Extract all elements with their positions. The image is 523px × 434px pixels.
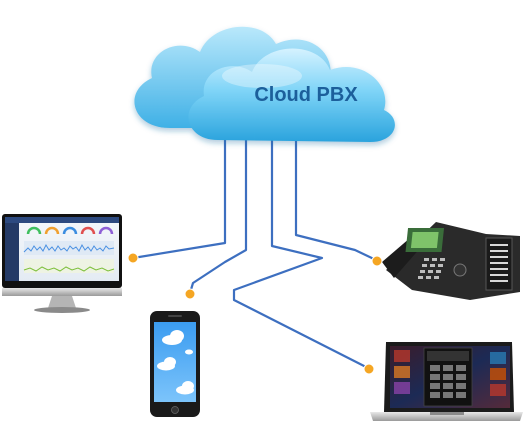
- connection-line-laptop: [232, 140, 369, 369]
- cloud-pbx: Cloud PBX: [134, 26, 395, 142]
- softphone-display: [427, 351, 469, 361]
- connection-line-monitor: [132, 140, 227, 260]
- connector-dot-phone: [184, 288, 196, 300]
- deskphone-keypad: [418, 258, 445, 279]
- dashboard-gauges: [26, 226, 114, 235]
- connector-dot-deskphone: [371, 255, 383, 267]
- monitor-dashboard-sidebar: [5, 217, 19, 281]
- cloud-label: Cloud PBX: [254, 84, 358, 106]
- monitor-chin: [2, 288, 122, 296]
- laptop-screen-tiles: [394, 350, 506, 396]
- laptop-base: [370, 412, 523, 421]
- deskphone-nav-button: [453, 263, 467, 277]
- laptop-notch: [430, 412, 464, 415]
- monitor-device: [2, 214, 122, 313]
- connection-line-deskphone: [294, 140, 377, 261]
- deskphone-screen-image: [410, 232, 439, 248]
- monitor-base: [34, 307, 90, 313]
- laptop-device: [370, 342, 523, 421]
- monitor-dashboard-topbar: [5, 217, 119, 223]
- monitor-neck: [48, 296, 76, 308]
- expansion-module-keys: [490, 244, 508, 282]
- ip-desk-phone-device: [382, 222, 520, 300]
- phone-speaker: [168, 315, 182, 317]
- phone-screen-clouds: [157, 330, 194, 395]
- dashboard-traffic-line-2: [23, 266, 115, 272]
- connector-dots: [127, 252, 383, 375]
- dashboard-chart-area-2: [24, 259, 114, 273]
- connector-dot-monitor: [127, 252, 139, 264]
- connector-dot-laptop: [363, 363, 375, 375]
- cloud-highlight: [222, 64, 302, 88]
- dashboard-traffic-line: [23, 243, 115, 253]
- softphone-keypad: [430, 365, 466, 398]
- smartphone-device: [150, 311, 200, 417]
- phone-home-button: [171, 406, 179, 414]
- connection-lines: [132, 140, 377, 369]
- connection-line-phone: [188, 140, 248, 294]
